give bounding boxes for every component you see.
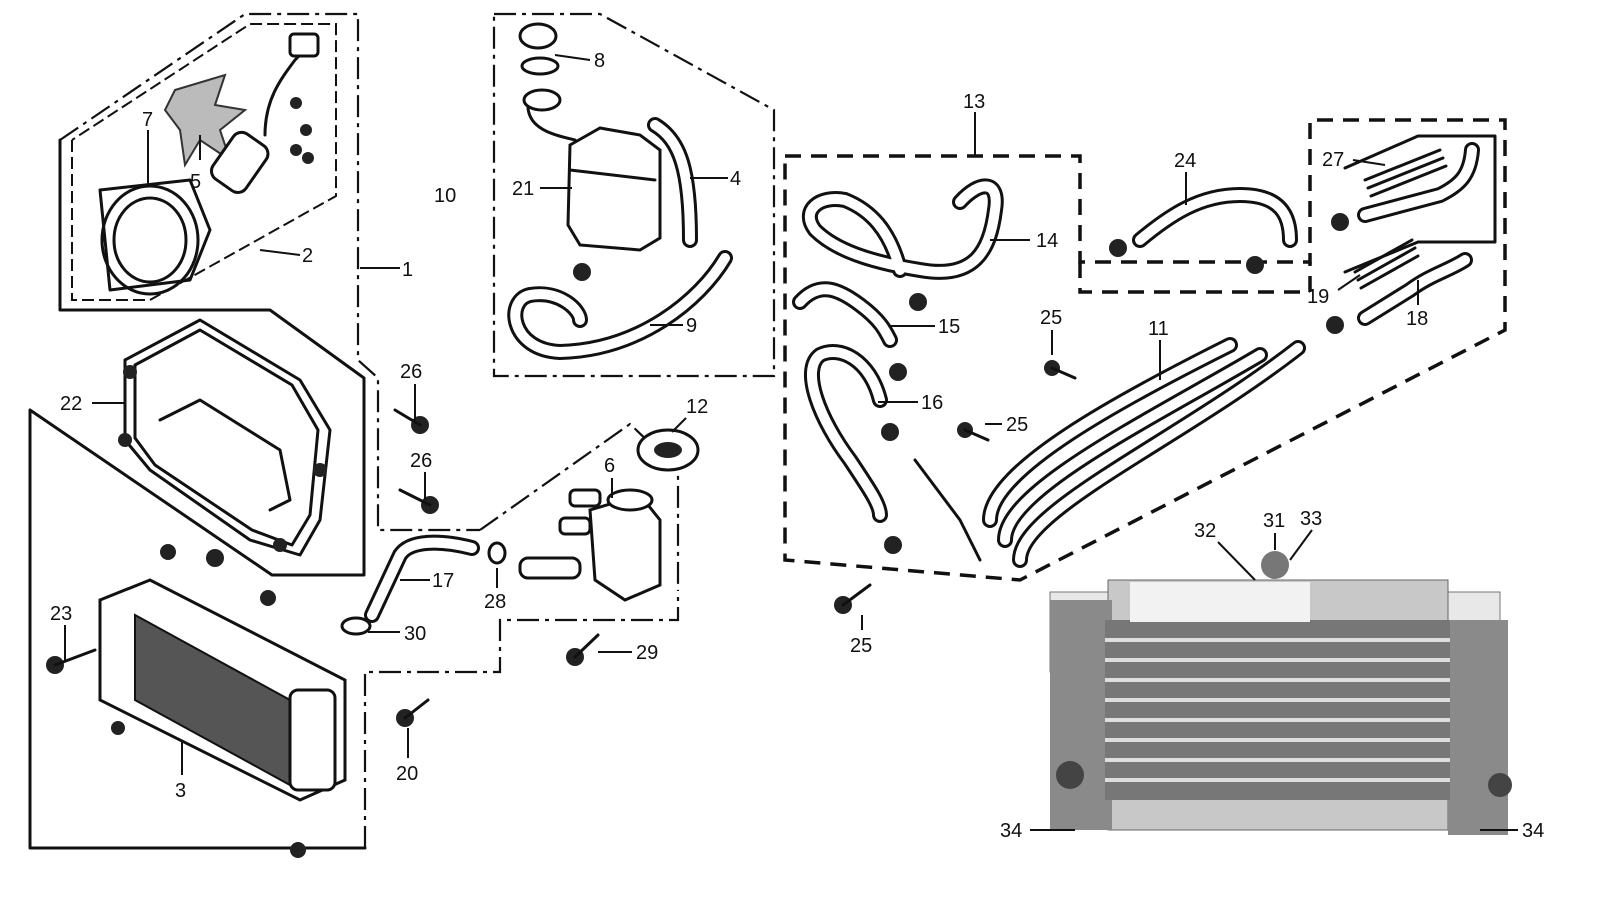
callout-24: 24	[1174, 150, 1196, 172]
callout-25-lower: 25	[850, 635, 872, 657]
callout-22: 22	[60, 393, 82, 415]
callout-28: 28	[484, 591, 506, 613]
sensor-20	[396, 698, 430, 727]
fan-shroud	[98, 178, 212, 296]
callout-4: 4	[730, 168, 741, 190]
spring-27	[1363, 148, 1448, 198]
bolt-25-mid	[957, 422, 990, 442]
clamp-24-right	[1246, 256, 1264, 274]
group-6-outline	[479, 422, 680, 590]
clamp-18	[1326, 316, 1344, 334]
radiator-fasteners	[46, 544, 306, 858]
callout-2: 2	[302, 245, 313, 267]
radiator-cap	[636, 428, 700, 472]
group-27-outline	[1343, 134, 1497, 274]
group-22-outline	[28, 138, 367, 850]
callout-9: 9	[686, 315, 697, 337]
callout-19: 19	[1307, 286, 1329, 308]
callout-11: 11	[1148, 318, 1169, 340]
callout-20: 20	[396, 763, 418, 785]
clamp-28	[487, 541, 507, 565]
callout-21: 21	[512, 178, 534, 200]
callout-23: 23	[50, 603, 72, 625]
callout-25-mid: 25	[1006, 414, 1028, 436]
callout-17: 17	[432, 570, 454, 592]
group-13-outline	[783, 118, 1507, 582]
clamp-30	[340, 616, 372, 636]
spring-19	[1353, 238, 1420, 290]
callout-labels: 1 2 3 4 5 6 7 8 9 10 11 12 13 14 15 16 1…	[50, 50, 1544, 842]
group-boundaries	[28, 12, 1507, 850]
callout-31: 31	[1263, 510, 1285, 532]
callout-16: 16	[921, 392, 943, 414]
callout-34-left: 34	[1000, 820, 1022, 842]
callout-34-right: 34	[1522, 820, 1544, 842]
callout-13: 13	[963, 91, 985, 113]
group-24-outline	[1078, 262, 1312, 294]
clamp-27	[1331, 213, 1349, 231]
callout-26-lower: 26	[410, 450, 432, 472]
bolt-25-upper	[1044, 360, 1077, 380]
callout-18: 18	[1406, 308, 1428, 330]
bolt-29	[566, 633, 600, 666]
callout-32: 32	[1194, 520, 1216, 542]
hose-clamps	[881, 293, 927, 554]
callout-1: 1	[402, 259, 413, 281]
group-3-outline	[363, 590, 680, 848]
bolt-25-lower	[834, 583, 872, 614]
bolt-26-lower	[398, 488, 439, 514]
callout-14: 14	[1036, 230, 1058, 252]
callout-26-upper: 26	[400, 361, 422, 383]
callout-12: 12	[686, 396, 708, 418]
fan-screws	[290, 97, 314, 164]
radiator-assembly-photo	[1049, 551, 1512, 835]
leader-lines	[64, 54, 1518, 831]
callout-6: 6	[604, 455, 615, 477]
clamp-reservoir	[573, 263, 591, 281]
coolant-pipes	[913, 337, 1306, 568]
callout-29: 29	[636, 642, 658, 664]
callout-5: 5	[190, 171, 201, 193]
callout-27: 27	[1322, 149, 1344, 171]
bolt-26-upper	[393, 408, 429, 434]
group-10-outline	[492, 12, 776, 378]
callout-30: 30	[404, 623, 426, 645]
thermostat-housing	[518, 488, 662, 602]
fan-motor	[209, 32, 320, 194]
callout-33: 33	[1300, 508, 1322, 530]
frame-bracket	[118, 318, 332, 557]
group-2-outline	[71, 23, 337, 301]
clamp-24-left	[1109, 239, 1127, 257]
reservoir-tank	[518, 22, 662, 252]
callout-7: 7	[142, 109, 153, 131]
callout-10: 10	[434, 185, 456, 207]
callout-15: 15	[938, 316, 960, 338]
callout-25-upper: 25	[1040, 307, 1062, 329]
radiator-core	[98, 578, 347, 802]
callout-3: 3	[175, 780, 186, 802]
callout-8: 8	[594, 50, 605, 72]
